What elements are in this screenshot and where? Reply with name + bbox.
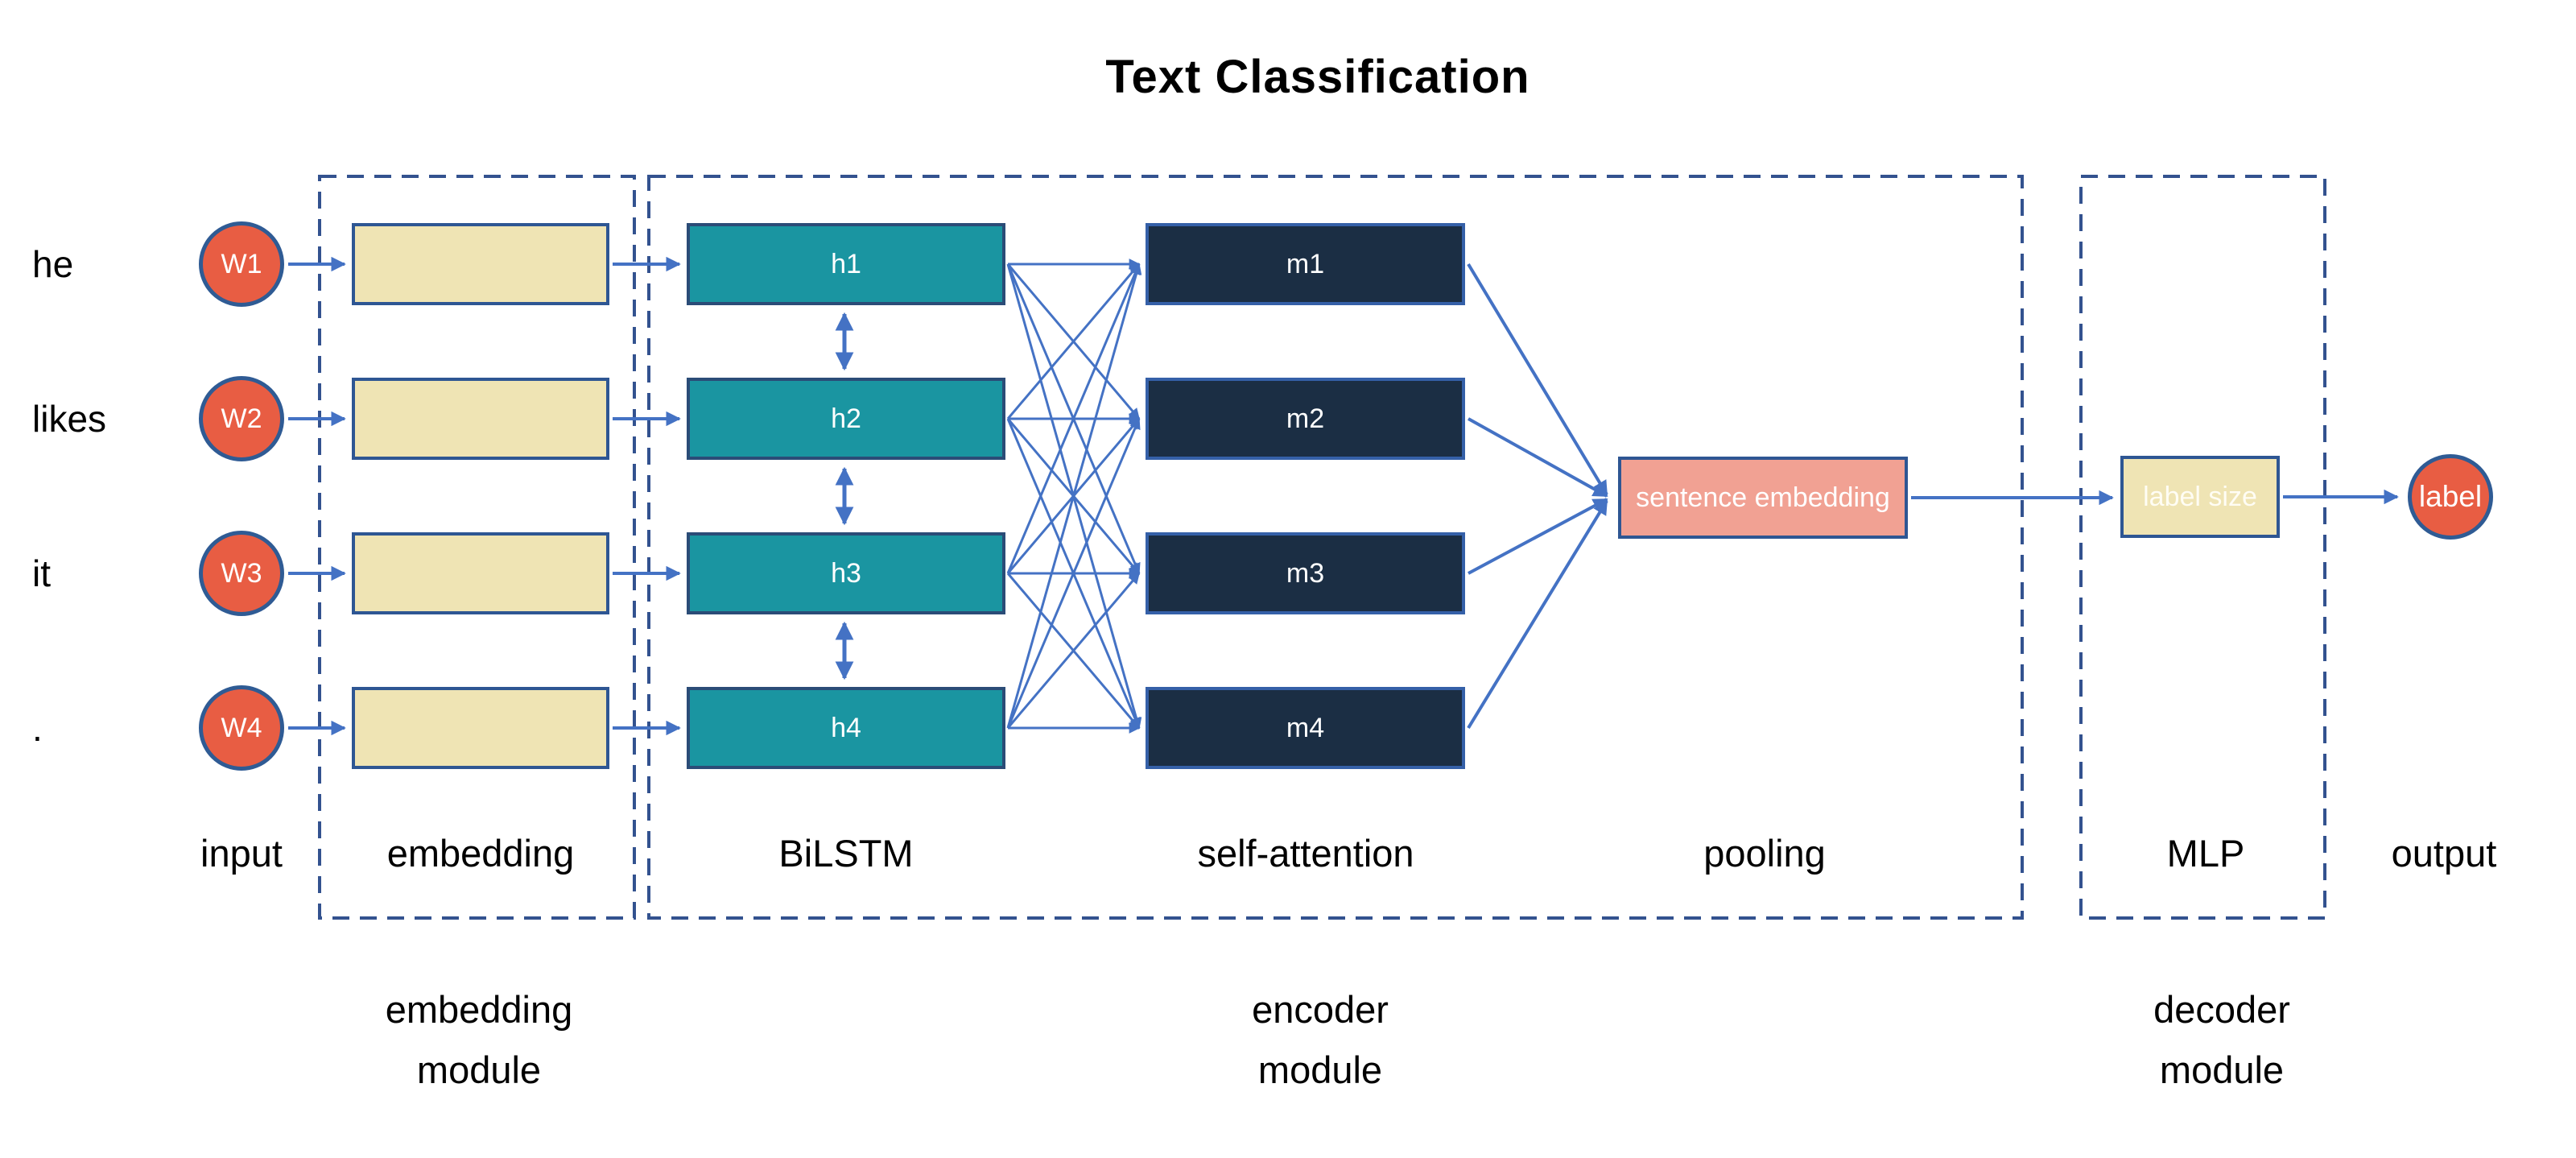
bilstm-box-h2: h2 (687, 378, 1005, 460)
output-label-node: label (2408, 454, 2493, 540)
token-node-w3: W3 (199, 531, 284, 616)
input-word: it (32, 552, 51, 594)
diagram-title: Text Classification (1105, 51, 1530, 103)
token-node-w2: W2 (199, 376, 284, 461)
sentence-embedding-box: sentence embedding (1618, 457, 1908, 539)
token-to-embedding-arrows (288, 256, 346, 736)
stage-label-pooling: pooling (1703, 832, 1826, 875)
stage-label-output: output (2391, 832, 2497, 875)
stage-label-mlp: MLP (2166, 832, 2245, 875)
input-word: he (32, 243, 74, 285)
stage-label-bilstm: BiLSTM (778, 832, 914, 875)
embedding-box (352, 223, 609, 305)
embedding-box (352, 532, 609, 614)
pooling-converging-arrows (1467, 263, 1608, 730)
embedding-to-bilstm-arrows (613, 256, 681, 736)
attention-box-m4: m4 (1146, 687, 1465, 769)
encoder-module-caption: encoder module (1252, 988, 1389, 1091)
decoder-module-frame (2079, 175, 2326, 920)
stage-label-input: input (200, 832, 283, 875)
bilstm-box-h3: h3 (687, 532, 1005, 614)
bilstm-box-h4: h4 (687, 687, 1005, 769)
token-node-w4: W4 (199, 685, 284, 771)
attention-box-m1: m1 (1146, 223, 1465, 305)
token-node-w1: W1 (199, 221, 284, 307)
attention-box-m2: m2 (1146, 378, 1465, 460)
stage-label-embedding: embedding (386, 832, 575, 875)
input-word: likes (32, 398, 107, 440)
decoder-module-caption: decoder module (2153, 988, 2290, 1091)
attention-box-m3: m3 (1146, 532, 1465, 614)
label-size-box: label size (2120, 456, 2280, 538)
embedding-box (352, 378, 609, 460)
stage-label-self-attention: self-attention (1197, 832, 1414, 875)
attention-crossing-lines (1006, 258, 1142, 734)
input-word: . (32, 707, 43, 749)
bilstm-box-h1: h1 (687, 223, 1005, 305)
embedding-module-caption: embedding module (385, 988, 573, 1091)
embedding-box (352, 687, 609, 769)
